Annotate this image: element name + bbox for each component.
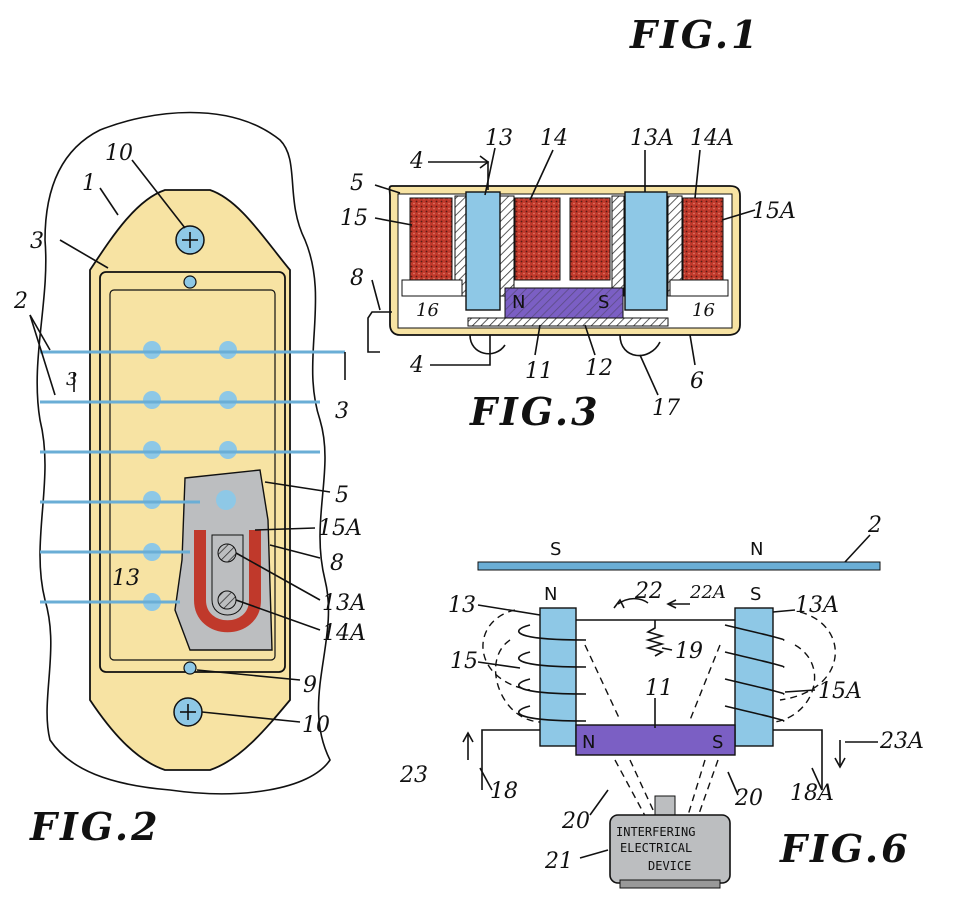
fig6-label: 21 xyxy=(544,849,573,874)
fig2-label: 3 xyxy=(66,369,77,390)
fig3-cross-section: N S 4 13 14 13A 14A 5 15 15A xyxy=(340,126,796,434)
string-pole-s: S xyxy=(550,539,561,560)
fig6-label: 2 xyxy=(867,513,882,538)
strings xyxy=(40,350,345,604)
fig3-label: 17 xyxy=(652,396,680,421)
magnet-13 xyxy=(465,191,501,311)
guitar-body-outline xyxy=(36,111,331,795)
bar-pole-s: S xyxy=(598,292,609,313)
coil-core-13 xyxy=(539,607,577,747)
coil-15a xyxy=(682,197,724,281)
fig2-label: 3 xyxy=(335,399,349,424)
small-screw-bottom xyxy=(183,661,197,675)
small-screw-top xyxy=(183,275,197,289)
interfering-device: INTERFERING ELECTRICAL DEVICE xyxy=(609,795,731,889)
fig2-label: 13A xyxy=(322,591,366,616)
fig3-label: 4 xyxy=(409,353,424,378)
fig2-label: 13 xyxy=(112,566,140,591)
fig6-label: 22 xyxy=(634,579,663,604)
coil-core-13a xyxy=(734,607,774,747)
fig3-label: 14A xyxy=(690,126,734,151)
fig6-label: 20 xyxy=(734,786,763,811)
fig3-label: 14 xyxy=(540,126,568,151)
fig6-label: 11 xyxy=(645,676,673,701)
spring-19 xyxy=(645,620,665,657)
base-plate-12 xyxy=(467,317,669,327)
fig3-label: 13A xyxy=(630,126,674,151)
fig2-label: 2 xyxy=(13,289,28,314)
fig3-label: 16 xyxy=(692,300,715,321)
fig6-label: 20 xyxy=(561,809,590,834)
string-2 xyxy=(477,561,881,571)
fig3-title: FIG.3 xyxy=(469,389,601,434)
pickup-cover-inner xyxy=(109,289,276,661)
screw-top xyxy=(175,225,205,255)
fig3-label: 4 xyxy=(409,149,424,174)
coil-pole-n: N xyxy=(544,584,557,605)
pole-pieces xyxy=(143,341,237,611)
fig2-label: 15A xyxy=(318,516,362,541)
fig2-label: 3 xyxy=(30,229,44,254)
coil-15-inner xyxy=(569,197,611,281)
magnet-13a xyxy=(624,191,668,311)
fig6-label: 22A xyxy=(689,582,726,603)
cutaway-section xyxy=(174,469,273,651)
screw-bottom xyxy=(173,697,203,727)
winding-15a xyxy=(724,624,785,722)
device-line3: DEVICE xyxy=(648,859,691,873)
coil-pole-s: S xyxy=(750,584,761,605)
fig2-label: 9 xyxy=(303,673,317,698)
fig3-label: 11 xyxy=(525,359,553,384)
fig2-pickup-top-view: 10 1 3 2 3 3 5 15A 8 13 13A 14A 9 10 FIG… xyxy=(13,111,366,849)
bar-pole-s: S xyxy=(712,732,723,753)
fig1-title: FIG.1 xyxy=(629,12,761,57)
fig3-label: 6 xyxy=(690,369,704,394)
fig2-label: 1 xyxy=(82,171,96,196)
bar-magnet-11 xyxy=(575,724,736,756)
fig2-label: 14A xyxy=(322,621,366,646)
fig6-label: 15 xyxy=(450,649,478,674)
string-pole-n: N xyxy=(750,539,763,560)
fig6-label: 19 xyxy=(675,639,703,664)
fig6-schematic: S N 2 N S N S xyxy=(399,513,924,889)
coil-15 xyxy=(409,197,453,281)
coil-14 xyxy=(514,197,561,281)
fig3-label: 15A xyxy=(752,199,796,224)
bar-pole-n: N xyxy=(512,292,525,313)
mounting-tab xyxy=(367,311,392,353)
bar-pole-n: N xyxy=(582,732,595,753)
fig3-label: 12 xyxy=(585,356,613,381)
fig6-label: 23A xyxy=(879,729,924,754)
fig6-label: 18A xyxy=(790,781,834,806)
fig6-label: 18 xyxy=(490,779,518,804)
fig3-label: 5 xyxy=(350,171,364,196)
fig6-label: 13A xyxy=(795,593,839,618)
fig3-label: 8 xyxy=(350,266,364,291)
device-line2: ELECTRICAL xyxy=(620,841,692,855)
fig3-label: 15 xyxy=(340,206,368,231)
device-line1: INTERFERING xyxy=(616,825,695,839)
fig6-label: 15A xyxy=(818,679,862,704)
fig2-label: 10 xyxy=(302,713,330,738)
fig6-title: FIG.6 xyxy=(779,826,911,871)
fig2-label: 5 xyxy=(335,483,349,508)
fig6-label: 23 xyxy=(399,763,428,788)
fig3-label: 13 xyxy=(485,126,513,151)
fig3-label: 16 xyxy=(416,300,439,321)
fig2-label: 10 xyxy=(105,141,133,166)
fig2-label: 8 xyxy=(330,551,344,576)
fig2-title: FIG.2 xyxy=(29,804,161,849)
fig6-label: 13 xyxy=(448,593,476,618)
